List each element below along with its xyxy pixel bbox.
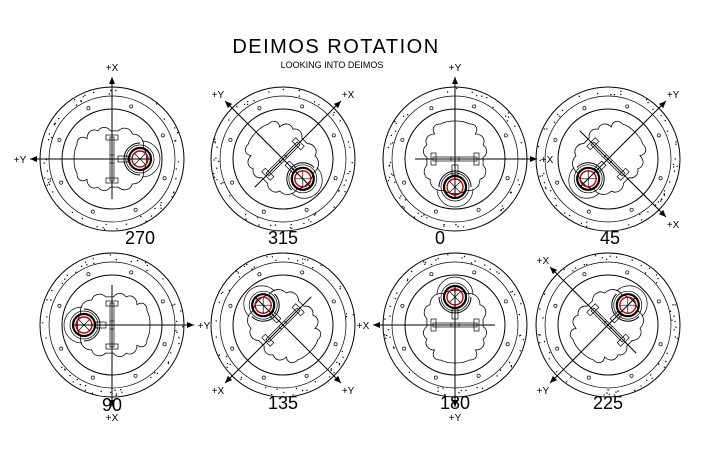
y-axis-arrow — [225, 101, 233, 109]
x-axis-label: +X — [106, 413, 119, 424]
rotation-angle-label: 270 — [125, 228, 155, 248]
inner-ring — [232, 108, 334, 210]
rotation-angle-label: 0 — [435, 228, 445, 248]
rotation-view: +X +Y 0 — [382, 63, 554, 248]
diagram-title: DEIMOS ROTATION — [232, 36, 439, 58]
x-axis-label: +X — [667, 220, 680, 231]
y-axis-label: +Y — [449, 63, 462, 74]
x-axis-arrow — [225, 375, 233, 383]
stipple-pattern — [538, 255, 678, 396]
x-axis-arrow — [550, 267, 558, 275]
y-axis-label: +Y — [342, 386, 355, 397]
x-axis-line — [254, 100, 342, 188]
middle-ring — [544, 261, 672, 389]
middle-ring — [544, 95, 672, 223]
rotation-angle-label: 45 — [600, 228, 620, 248]
inner-ring — [232, 274, 334, 376]
rotation-angle-label: 225 — [593, 393, 623, 413]
rotation-view: +X +Y 225 — [535, 252, 681, 413]
x-axis-label: +X — [357, 321, 370, 332]
y-axis-arrow — [452, 400, 458, 407]
x-axis-arrow — [373, 322, 380, 328]
rotation-view: +X +Y 90 — [39, 252, 211, 424]
x-axis-arrow — [658, 209, 666, 217]
y-axis-label: +Y — [212, 90, 225, 101]
diagram-subtitle: LOOKING INTO DEIMOS — [281, 60, 384, 70]
y-axis-line — [549, 296, 637, 384]
y-axis-arrow — [30, 156, 37, 162]
rotation-view: +X +Y 315 — [210, 86, 356, 248]
x-axis-line — [224, 296, 312, 384]
rotation-view: +X +Y 45 — [535, 86, 681, 248]
rotation-view: +X +Y 135 — [210, 252, 356, 413]
y-axis-line — [254, 296, 342, 384]
y-axis-label: +Y — [537, 386, 550, 397]
x-axis-label: +X — [541, 155, 554, 166]
stipple-pattern — [43, 89, 180, 230]
stipple-pattern — [537, 90, 678, 228]
y-axis-label: +Y — [14, 155, 27, 166]
middle-ring — [219, 261, 347, 389]
middle-ring — [219, 95, 347, 223]
x-axis-arrow — [109, 77, 115, 84]
y-axis-label: +Y — [667, 90, 680, 101]
y-axis-line — [579, 100, 667, 188]
outer-ring — [210, 86, 356, 232]
axis-group — [224, 100, 342, 188]
outer-ring — [535, 86, 681, 232]
axis-group — [373, 285, 495, 407]
inner-ring — [557, 108, 659, 210]
axis-group — [72, 285, 194, 407]
axis-group — [549, 266, 637, 384]
x-axis-label: +X — [342, 90, 355, 101]
y-axis-arrow — [333, 375, 341, 383]
rotation-angle-label: 90 — [102, 395, 122, 415]
x-axis-arrow — [109, 400, 115, 407]
x-axis-line — [549, 266, 637, 354]
stipple-pattern — [42, 254, 184, 397]
axis-group — [224, 296, 342, 384]
y-axis-arrow — [187, 322, 194, 328]
stipple-pattern — [384, 254, 524, 396]
y-axis-arrow — [452, 77, 458, 84]
x-axis-line — [579, 130, 667, 218]
y-axis-label: +Y — [198, 321, 211, 332]
outer-ring — [535, 252, 681, 398]
y-axis-arrow — [550, 375, 558, 383]
y-axis-label: +Y — [449, 413, 462, 424]
x-axis-label: +X — [106, 63, 119, 74]
axis-group — [30, 77, 152, 199]
outer-ring — [210, 252, 356, 398]
y-axis-line — [224, 100, 312, 188]
rotation-angle-label: 315 — [268, 228, 298, 248]
inner-ring — [557, 274, 659, 376]
y-axis-arrow — [658, 101, 666, 109]
x-axis-arrow — [530, 156, 537, 162]
rotation-angle-label: 135 — [268, 393, 298, 413]
x-axis-label: +X — [537, 256, 550, 267]
rotation-view: +X +Y 270 — [14, 63, 185, 248]
instrument-body — [73, 127, 161, 191]
axis-group — [579, 100, 667, 218]
stipple-pattern — [387, 87, 524, 228]
x-axis-arrow — [333, 101, 341, 109]
stipple-pattern — [215, 256, 354, 396]
axis-group — [415, 77, 537, 199]
x-axis-label: +X — [212, 386, 225, 397]
rotation-angle-label: 180 — [440, 393, 470, 413]
